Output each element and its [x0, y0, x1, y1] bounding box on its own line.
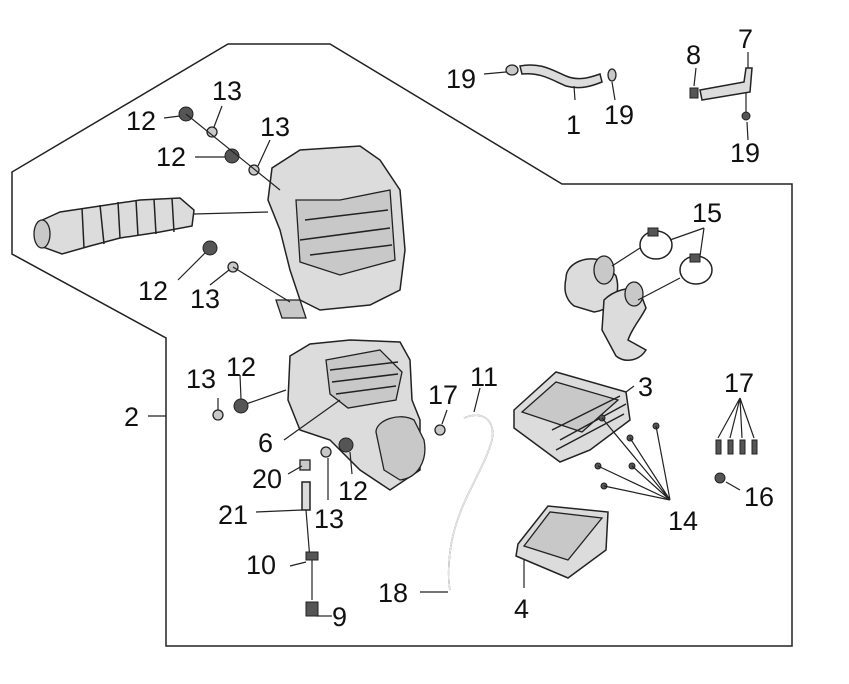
intake-couplings [564, 227, 713, 362]
callout-12-c: 12 [138, 276, 168, 306]
washer-13a [206, 126, 218, 138]
washer-13d [212, 409, 224, 421]
callout-19-c: 19 [730, 138, 760, 168]
assembly-outline [11, 43, 793, 647]
callout-9: 9 [332, 602, 347, 632]
intake-duct [33, 197, 195, 255]
callout-17-a: 17 [724, 368, 754, 398]
callout-12-b: 12 [156, 142, 186, 172]
grommet-12c [202, 240, 218, 256]
callout-13-b: 13 [260, 112, 290, 142]
callout-12-d: 12 [226, 352, 256, 382]
callout-15: 15 [692, 198, 722, 228]
callout-19-a: 19 [446, 64, 476, 94]
callout-19-b: 19 [604, 100, 634, 130]
callout-3: 3 [638, 372, 653, 402]
callout-10: 10 [246, 550, 276, 580]
callout-2: 2 [124, 402, 139, 432]
grommet-12b [224, 148, 240, 164]
callout-17-b: 17 [428, 380, 458, 410]
callout-13-c: 13 [190, 284, 220, 314]
callout-11: 11 [470, 362, 498, 392]
callout-13-d: 13 [186, 364, 216, 394]
filter-element [513, 371, 631, 463]
grommet-12d [233, 398, 249, 414]
washer-13e [320, 446, 332, 458]
airbox-lower [287, 339, 426, 491]
air-filter [515, 505, 609, 579]
callout-13-e: 13 [314, 504, 344, 534]
callout-7: 7 [738, 24, 753, 54]
callout-1: 1 [566, 110, 581, 140]
callout-8: 8 [686, 40, 701, 70]
callout-21: 21 [218, 500, 248, 530]
callout-12-e: 12 [338, 476, 368, 506]
callout-12-a: 12 [126, 106, 156, 136]
callout-16: 16 [744, 482, 774, 512]
grommet-12e [338, 437, 354, 453]
crankcase-hose [434, 414, 494, 591]
callout-18: 18 [378, 578, 408, 608]
nut-16 [714, 472, 726, 484]
callout-20: 20 [252, 464, 282, 494]
screws-17 [715, 439, 758, 455]
airbox-cover [267, 145, 406, 319]
callout-4: 4 [514, 594, 529, 624]
breather-hose [505, 64, 617, 89]
drain-bracket [689, 67, 753, 121]
callout-13-a: 13 [212, 76, 242, 106]
callout-6: 6 [258, 428, 273, 458]
callout-14: 14 [668, 506, 698, 536]
drain-tube [299, 459, 319, 617]
